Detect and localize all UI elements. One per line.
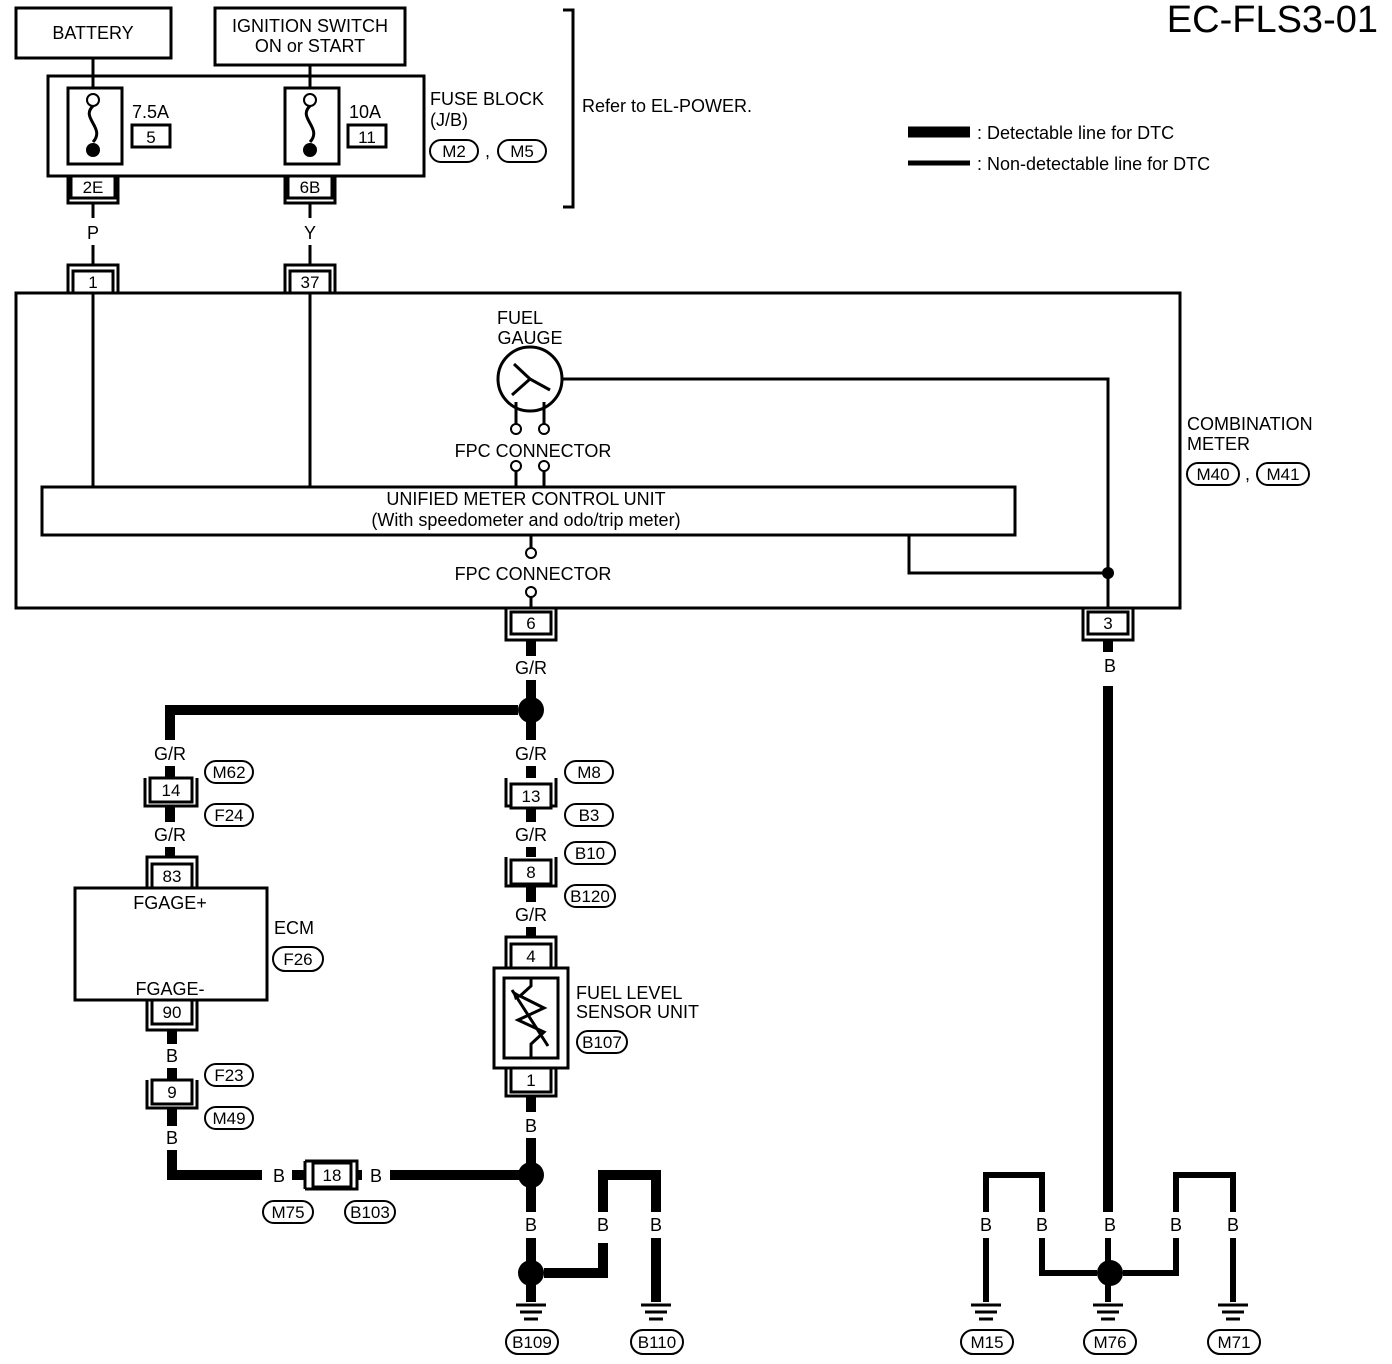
ground-symbol-b110 bbox=[641, 1303, 671, 1321]
fuse-block-conn-2: M5 bbox=[510, 142, 534, 161]
meter-pin-1: 1 bbox=[88, 273, 97, 292]
meter-pin-3: 3 bbox=[1103, 614, 1112, 633]
wire-b-b110: B bbox=[650, 1215, 662, 1235]
wire-b-b109: B bbox=[525, 1215, 537, 1235]
meter-conn-sep: , bbox=[1245, 464, 1250, 484]
conn-m8: M8 bbox=[577, 763, 601, 782]
wire-b-right-joint-1: B bbox=[1036, 1215, 1048, 1235]
legend-non-detectable: : Non-detectable line for DTC bbox=[977, 154, 1210, 174]
battery-label: BATTERY bbox=[52, 23, 133, 43]
conn-13: 13 bbox=[522, 787, 541, 806]
fuse-block-jb: (J/B) bbox=[430, 110, 468, 130]
ecm-label: ECM bbox=[274, 918, 314, 938]
wire-b-ecm-1: B bbox=[166, 1046, 178, 1066]
wire-gr-3: G/R bbox=[515, 825, 547, 845]
wire-b-m71: B bbox=[1227, 1215, 1239, 1235]
conn-14: 14 bbox=[162, 781, 181, 800]
wire-y-label: Y bbox=[304, 223, 316, 243]
combination-meter-label-2: METER bbox=[1187, 434, 1250, 454]
page-code: EC-FLS3-01 bbox=[1167, 0, 1378, 41]
wire-b-m76: B bbox=[1104, 1215, 1116, 1235]
conn-m75: M75 bbox=[271, 1203, 304, 1222]
wire-b-pin3: B bbox=[1104, 656, 1116, 676]
variable-resistor-icon bbox=[502, 976, 560, 1060]
sensor-pin-1: 1 bbox=[526, 1071, 535, 1090]
ground-m76: M76 bbox=[1093, 1333, 1126, 1352]
fpc-connector-bottom: FPC CONNECTOR bbox=[455, 564, 612, 584]
wire-b-sensor: B bbox=[525, 1116, 537, 1136]
ignition-label-2: ON or START bbox=[255, 36, 365, 56]
wire-b-m15: B bbox=[980, 1215, 992, 1235]
fuel-gauge-icon bbox=[496, 345, 564, 435]
fpc-connector-top: FPC CONNECTOR bbox=[455, 441, 612, 461]
conn-83: 83 bbox=[163, 867, 182, 886]
wire-gr-4: G/R bbox=[515, 905, 547, 925]
wire-b-right-joint-2: B bbox=[1170, 1215, 1182, 1235]
unit-label-1: UNIFIED METER CONTROL UNIT bbox=[386, 489, 665, 509]
legend-detectable: : Detectable line for DTC bbox=[977, 123, 1174, 143]
sensor-pin-4: 4 bbox=[526, 947, 535, 966]
fuse-1-number: 5 bbox=[146, 128, 155, 147]
meter-conn-2: M41 bbox=[1266, 465, 1299, 484]
conn-90: 90 bbox=[163, 1003, 182, 1022]
sensor-label-2: SENSOR UNIT bbox=[576, 1002, 699, 1022]
meter-pin-6: 6 bbox=[526, 614, 535, 633]
fuse-block-label: FUSE BLOCK bbox=[430, 89, 544, 109]
conn-m62: M62 bbox=[212, 763, 245, 782]
combination-meter-box bbox=[14, 291, 1182, 610]
ground-symbol-b109 bbox=[516, 1303, 546, 1321]
sensor-label-1: FUEL LEVEL bbox=[576, 983, 682, 1003]
ground-symbol-m76 bbox=[1093, 1303, 1123, 1321]
wire-gr-left-1: G/R bbox=[154, 744, 186, 764]
conn-9: 9 bbox=[167, 1083, 176, 1102]
unit-label-2: (With speedometer and odo/trip meter) bbox=[371, 510, 680, 530]
conn-8: 8 bbox=[526, 863, 535, 882]
fuse-1-rating: 7.5A bbox=[132, 102, 169, 122]
refer-label: Refer to EL-POWER. bbox=[582, 96, 752, 116]
ground-symbol-m71 bbox=[1218, 1303, 1248, 1321]
wire-gr-2: G/R bbox=[515, 744, 547, 764]
sensor-conn: B107 bbox=[582, 1033, 622, 1052]
conn-b103: B103 bbox=[350, 1203, 390, 1222]
fuse-block-conn-1: M2 bbox=[442, 142, 466, 161]
fuel-gauge-label-1: FUEL bbox=[497, 308, 543, 328]
unified-meter-control-unit bbox=[40, 485, 1017, 537]
conn-18: 18 bbox=[323, 1166, 342, 1185]
ground-symbol-m15 bbox=[971, 1303, 1001, 1321]
meter-pin-37: 37 bbox=[301, 273, 320, 292]
ground-b110: B110 bbox=[638, 1333, 676, 1352]
ground-m15: M15 bbox=[970, 1333, 1003, 1352]
fuel-gauge-label-2: GAUGE bbox=[497, 328, 562, 348]
fuse-2-number: 11 bbox=[358, 128, 376, 147]
wire-b-18-right: B bbox=[370, 1166, 382, 1186]
ecm-fgage-neg: FGAGE- bbox=[135, 979, 204, 999]
conn-b3: B3 bbox=[579, 806, 600, 825]
ecm-box bbox=[73, 886, 269, 1002]
fuse-1 bbox=[66, 86, 124, 166]
ecm-conn: F26 bbox=[283, 950, 312, 969]
ground-m71: M71 bbox=[1217, 1333, 1250, 1352]
fuse-1-pin: 2E bbox=[83, 178, 104, 197]
ignition-label-1: IGNITION SWITCH bbox=[232, 16, 388, 36]
fuse-block-sep: , bbox=[485, 141, 490, 161]
conn-f24: F24 bbox=[214, 806, 243, 825]
wire-gr-1: G/R bbox=[515, 658, 547, 678]
ground-b109: B109 bbox=[512, 1333, 552, 1352]
fuse-2 bbox=[283, 86, 341, 166]
wire-b-18-left: B bbox=[273, 1166, 285, 1186]
conn-b10: B10 bbox=[575, 844, 605, 863]
fuse-2-rating: 10A bbox=[349, 102, 381, 122]
conn-m49: M49 bbox=[212, 1109, 245, 1128]
wire-p-label: P bbox=[87, 223, 99, 243]
conn-b120: B120 bbox=[570, 887, 610, 906]
wire-b-joint: B bbox=[597, 1215, 609, 1235]
combination-meter-label-1: COMBINATION bbox=[1187, 414, 1313, 434]
conn-f23: F23 bbox=[214, 1066, 243, 1085]
ecm-fgage-pos: FGAGE+ bbox=[133, 893, 207, 913]
meter-conn-1: M40 bbox=[1196, 465, 1229, 484]
wire-gr-left-2: G/R bbox=[154, 825, 186, 845]
fuse-2-pin: 6B bbox=[300, 178, 321, 197]
wire-b-ecm-2: B bbox=[166, 1128, 178, 1148]
